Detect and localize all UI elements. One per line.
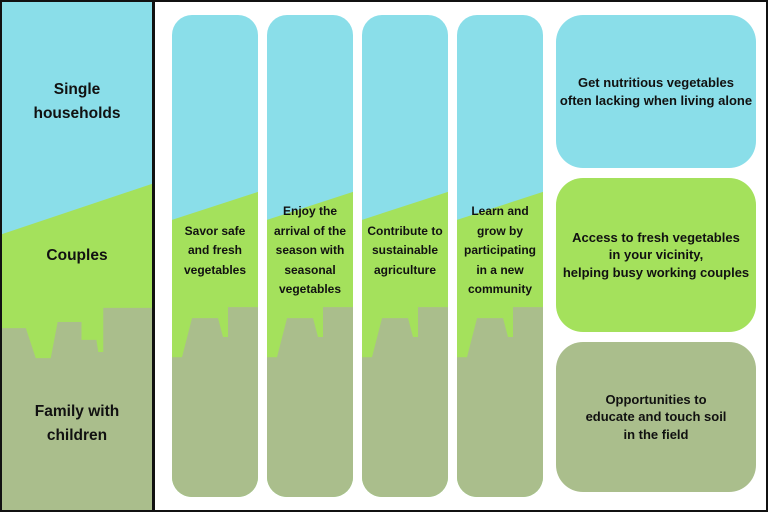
pill-text: Contribute to sustainable agriculture bbox=[367, 223, 443, 277]
pill-text: Enjoy the arrival of the season with sea… bbox=[273, 204, 347, 297]
segment-label-couples: Couples bbox=[46, 247, 108, 264]
audience-sidebar: Single households Couples Family with ch… bbox=[2, 2, 155, 510]
benefit-card-family-with-children: Opportunities to educate and touch soil … bbox=[556, 342, 756, 492]
value-pill-savor-safe: Savor safe and fresh vegetables bbox=[172, 15, 258, 497]
sidebar-family-band bbox=[2, 307, 152, 510]
value-pill-community: Learn and grow by participating in a new… bbox=[457, 15, 543, 497]
benefit-card-couples: Access to fresh vegetables in your vicin… bbox=[556, 178, 756, 332]
value-pill-seasonal: Enjoy the arrival of the season with sea… bbox=[267, 15, 353, 497]
value-pill-sustainable: Contribute to sustainable agriculture bbox=[362, 15, 448, 497]
pill-text: Learn and grow by participating in a new… bbox=[463, 204, 536, 297]
segment-label-single-households: Single households bbox=[33, 81, 121, 122]
segment-label-family-with-children: Family with children bbox=[34, 403, 120, 444]
pill-text: Savor safe and fresh vegetables bbox=[183, 223, 247, 277]
benefit-card-single-households: Get nutritious vegetables often lacking … bbox=[556, 15, 756, 168]
